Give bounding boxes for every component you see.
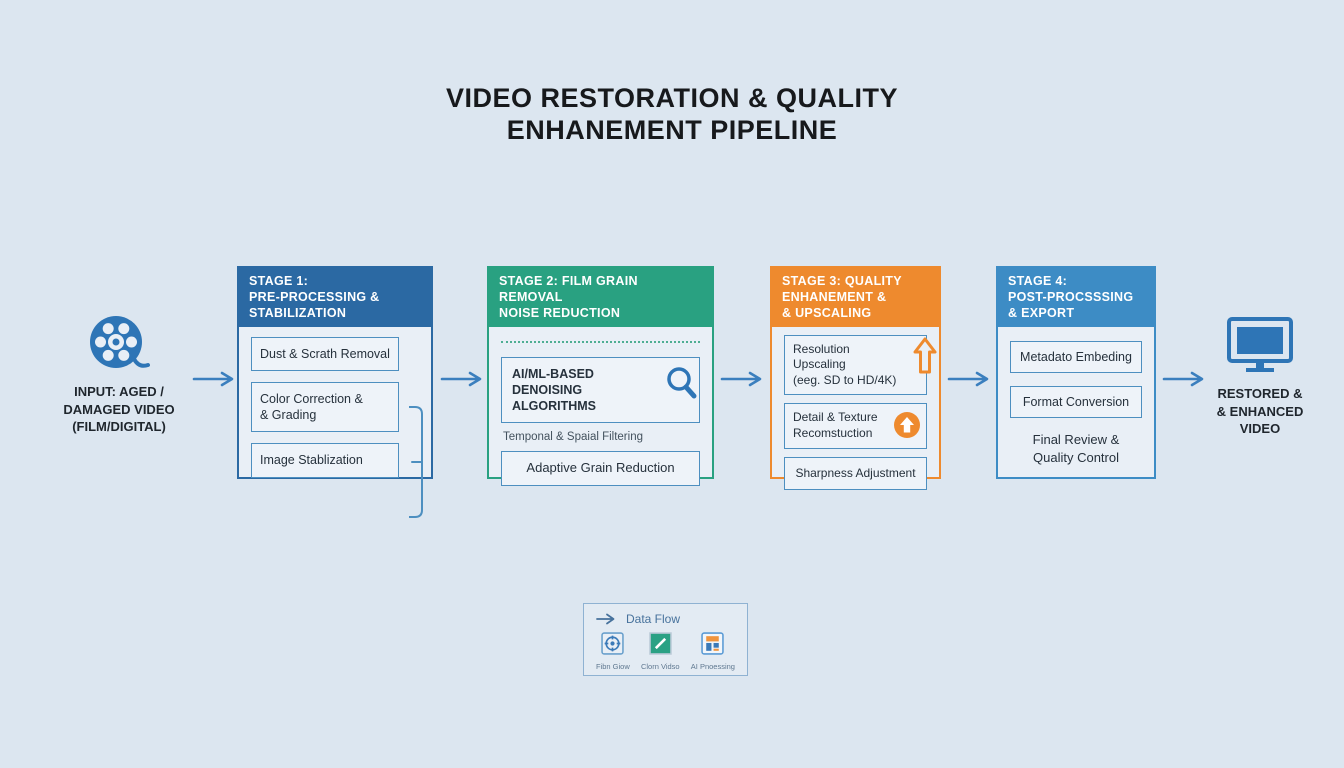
input-label-line3: (FILM/DIGITAL) — [72, 419, 166, 435]
page-title: VIDEO RESTORATION & QUALITY ENHANEMENT P… — [0, 82, 1344, 147]
process-box-stabilization: Image Stablization — [251, 443, 399, 478]
stage-3-body: Resolution Upscaling (eeg. SD to HD/4K) … — [772, 327, 939, 491]
clean-video-icon — [649, 632, 672, 655]
flow-arrow-5 — [1162, 371, 1204, 387]
process-box-grain-reduction: Adaptive Grain Reduction — [501, 451, 700, 487]
reconstruction-arrow-icon — [894, 412, 920, 439]
ai-processing-icon — [701, 632, 725, 655]
stage-2-body: AI/ML-BASED DENOISING ALGORITHMS Tempona… — [489, 340, 712, 487]
process-box-denoising: AI/ML-BASED DENOISING ALGORITHMS — [501, 356, 700, 424]
output-label-line3: VIDEO — [1239, 421, 1281, 437]
process-box-metadata: Metadato Embeding — [1010, 340, 1142, 373]
page-title-line1: VIDEO RESTORATION & QUALITY — [445, 83, 899, 113]
final-review-text: Final Review & Quality Control — [1032, 432, 1120, 465]
output-label-line2: & ENHANCED — [1216, 403, 1304, 419]
bracket-connector-icon — [409, 405, 423, 518]
magnifier-icon — [667, 366, 697, 399]
legend-items: Fibn Giow Clorn Vidso AI Pnoessing — [596, 632, 735, 671]
legend-item-clean-video: Clorn Vidso — [641, 632, 680, 671]
input-group: INPUT: AGED / DAMAGED VIDEO (FILM/DIGITA… — [35, 314, 203, 436]
dotted-divider — [501, 340, 700, 343]
legend-item-ai-processing: AI Pnoessing — [691, 632, 735, 671]
stage-3-panel: STAGE 3: QUALITY ENHANEMENT & & UPSCALIN… — [770, 266, 941, 491]
flow-arrow-2 — [440, 371, 482, 387]
legend-item-film-grain: Fibn Giow — [596, 632, 630, 671]
legend-header: Data Flow — [596, 612, 735, 626]
stage-4-header: STAGE 4: POST-PROCSSSING & EXPORT — [998, 268, 1154, 327]
legend-title: Data Flow — [626, 612, 681, 626]
output-label-line1: RESTORED & — [1217, 386, 1303, 401]
input-label-line2: DAMAGED VIDEO — [63, 401, 175, 417]
process-box-dust-scratch: Dust & Scrath Removal — [251, 336, 399, 371]
stage-1-header: STAGE 1: PRE-PROCESSING & STABILIZATION — [239, 268, 431, 327]
stage-1-panel: STAGE 1: PRE-PROCESSING & STABILIZATION … — [237, 266, 433, 518]
output-label: RESTORED & & ENHANCED VIDEO — [1191, 385, 1329, 438]
page-title-line2: ENHANEMENT PIPELINE — [506, 115, 838, 146]
input-label: INPUT: AGED / DAMAGED VIDEO (FILM/DIGITA… — [35, 383, 203, 436]
flow-arrow-4 — [947, 371, 989, 387]
stage-4-body: Metadato Embeding Format Conversion Fina… — [998, 327, 1154, 467]
process-box-sharpness: Sharpness Adjustment — [784, 456, 927, 491]
filtering-caption: Temponal & Spaial Filtering — [503, 431, 643, 444]
stage-4-panel: STAGE 4: POST-PROCSSSING & EXPORT Metada… — [996, 266, 1156, 479]
flow-arrow-3 — [720, 371, 762, 387]
stage-1-body: Dust & Scrath Removal Color Correction &… — [239, 327, 431, 518]
output-group: RESTORED & & ENHANCED VIDEO — [1191, 316, 1329, 438]
process-box-reconstruction: Detail & Texture Recomstuction — [784, 403, 927, 449]
stage-2-header: STAGE 2: FILM GRAIN REMOVAL NOISE REDUCT… — [489, 268, 712, 327]
stage-3-header: STAGE 3: QUALITY ENHANEMENT & & UPSCALIN… — [772, 268, 939, 327]
flow-arrow-1 — [192, 371, 234, 387]
process-box-upscaling: Resolution Upscaling (eeg. SD to HD/4K) — [784, 334, 937, 396]
data-flow-arrow-icon — [596, 613, 615, 625]
legend: Data Flow Fibn Giow Clorn Vidso — [583, 603, 748, 676]
film-reel-icon — [90, 316, 150, 368]
film-grain-icon — [601, 632, 625, 655]
stage-2-panel: STAGE 2: FILM GRAIN REMOVAL NOISE REDUCT… — [487, 266, 714, 487]
monitor-icon — [1227, 317, 1293, 372]
process-box-format-conversion: Format Conversion — [1010, 385, 1142, 419]
process-box-color-correction: Color Correction & & Grading — [251, 381, 399, 433]
upscale-arrow-icon — [913, 337, 937, 374]
input-label-line1: INPUT: AGED / — [74, 384, 164, 399]
